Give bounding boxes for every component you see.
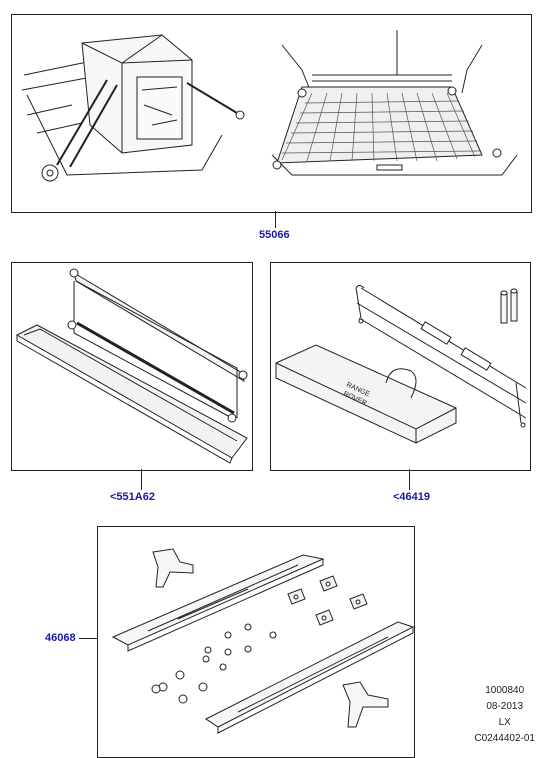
leader-load-cover <box>141 469 142 490</box>
panel-cargo-kit <box>11 14 532 213</box>
callout-luggage-barrier[interactable]: <46419 <box>393 491 431 503</box>
reference-number: 1000840 <box>485 685 525 696</box>
callout-cargo-kit[interactable]: 55066 <box>259 229 290 241</box>
side-steps-illustration <box>111 548 414 734</box>
leader-side-steps <box>79 638 97 639</box>
reference-code: C0244402-01 <box>474 733 535 744</box>
leader-luggage-barrier <box>409 469 410 490</box>
panel-side-steps <box>97 526 415 758</box>
callout-load-cover[interactable]: <551A62 <box>110 491 155 503</box>
leader-cargo-kit <box>275 211 276 228</box>
callout-side-steps[interactable]: 46068 <box>45 632 76 644</box>
panel-load-cover <box>11 262 253 471</box>
reference-date: 08-2013 <box>486 701 524 712</box>
reference-info: 1000840 08-2013 LX C0244402-01 <box>474 683 535 747</box>
luggage-barrier-illustration: RANGE ROVER <box>275 285 527 444</box>
reference-model: LX <box>498 717 511 728</box>
panel-luggage-barrier: RANGE ROVER <box>270 262 531 471</box>
load-cover-illustration <box>15 268 248 464</box>
cargo-kit-illustration <box>21 30 518 182</box>
